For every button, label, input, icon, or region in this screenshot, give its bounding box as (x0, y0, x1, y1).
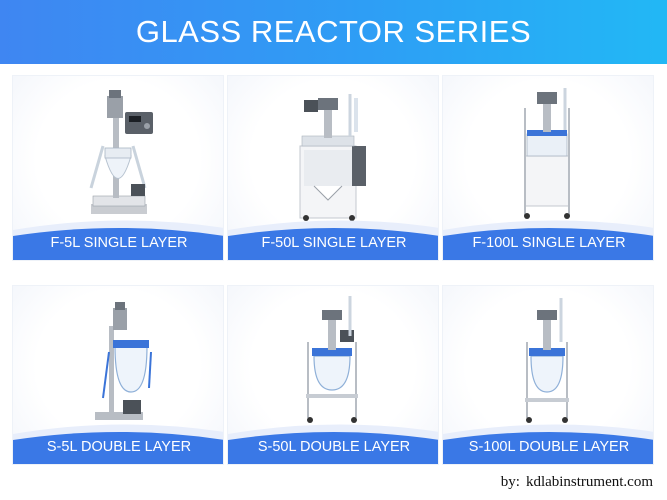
double-layer-reactor-100l-icon (525, 298, 569, 423)
footer-credit: by: kdlabinstrument.com (501, 474, 653, 491)
product-card-f50l[interactable]: F-50L SINGLE LAYER (227, 75, 439, 261)
double-layer-reactor-50l-icon (306, 296, 358, 423)
label-background (443, 424, 653, 464)
double-layer-reactor-5l-icon (95, 302, 152, 420)
product-label: S-50L DOUBLE LAYER (257, 439, 411, 455)
footer-by-label: by: (500, 474, 520, 490)
title-banner: GLASS REACTOR SERIES (0, 0, 667, 64)
product-card-f5l[interactable]: F-5L SINGLE LAYER (12, 75, 224, 261)
page-title: GLASS REACTOR SERIES (135, 14, 532, 49)
product-label: S-100L DOUBLE LAYER (468, 439, 630, 455)
label-background (13, 424, 223, 464)
product-label: F-50L SINGLE LAYER (261, 235, 407, 251)
single-layer-reactor-100l-icon (524, 88, 570, 219)
product-label: F-5L SINGLE LAYER (50, 235, 188, 251)
single-layer-reactor-5l-icon (89, 90, 153, 214)
label-background (228, 220, 438, 260)
product-card-s50l[interactable]: S-50L DOUBLE LAYER (227, 285, 439, 465)
label-background (13, 220, 223, 260)
product-card-f100l[interactable]: F-100L SINGLE LAYER (442, 75, 654, 261)
product-label: F-100L SINGLE LAYER (472, 235, 626, 251)
footer-site-link[interactable]: kdlabinstrument.com (525, 474, 653, 490)
product-card-s5l[interactable]: S-5L DOUBLE LAYER (12, 285, 224, 465)
single-layer-reactor-50l-icon (299, 94, 366, 221)
product-card-s100l[interactable]: S-100L DOUBLE LAYER (442, 285, 654, 465)
label-background (443, 220, 653, 260)
product-label: S-5L DOUBLE LAYER (46, 439, 192, 455)
label-background (228, 424, 438, 464)
